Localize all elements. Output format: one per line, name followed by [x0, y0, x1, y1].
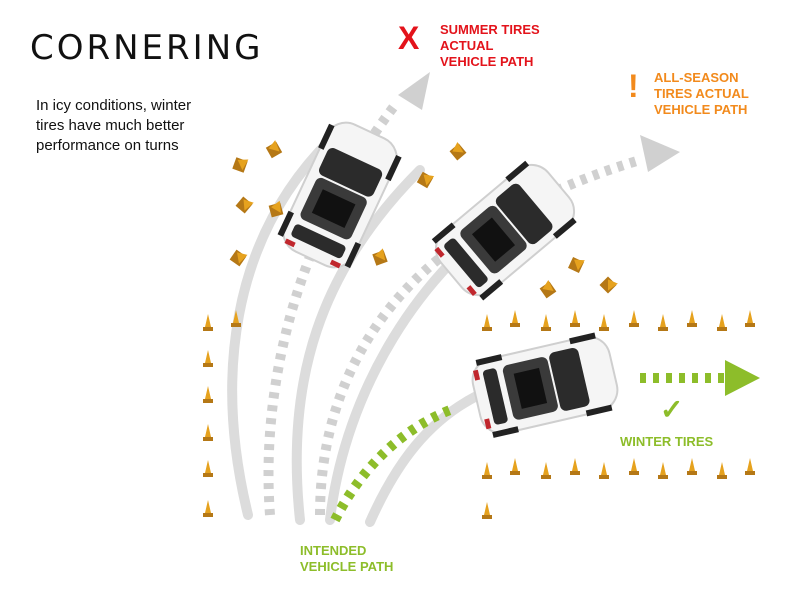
summer-dotted-path [263, 101, 399, 516]
exclamation-icon: ! [628, 68, 639, 104]
summer-tires-label: SUMMER TIRES ACTUAL VEHICLE PATH [440, 22, 540, 69]
winter-tires-label: WINTER TIRES [620, 434, 714, 449]
description-text: In icy conditions, winter tires have muc… [36, 97, 192, 154]
intended-path-label: INTENDED VEHICLE PATH [300, 543, 394, 574]
summer-arrow-icon [398, 72, 430, 110]
page-title: CORNERING [30, 28, 264, 68]
car-top-view-icon [273, 113, 407, 277]
allseason-arrow-icon [640, 135, 680, 172]
check-icon: ✓ [660, 394, 684, 425]
traffic-cone-icon [482, 310, 755, 331]
traffic-cone-icon [482, 458, 755, 519]
winter-arrow-icon [725, 360, 760, 396]
car-top-view-icon [466, 329, 624, 441]
car-top-view-icon [424, 153, 586, 307]
intended-dotted-path [330, 405, 452, 523]
x-icon: X [398, 20, 420, 56]
allseason-tires-label: ALL-SEASON TIRES ACTUAL VEHICLE PATH [654, 70, 749, 117]
